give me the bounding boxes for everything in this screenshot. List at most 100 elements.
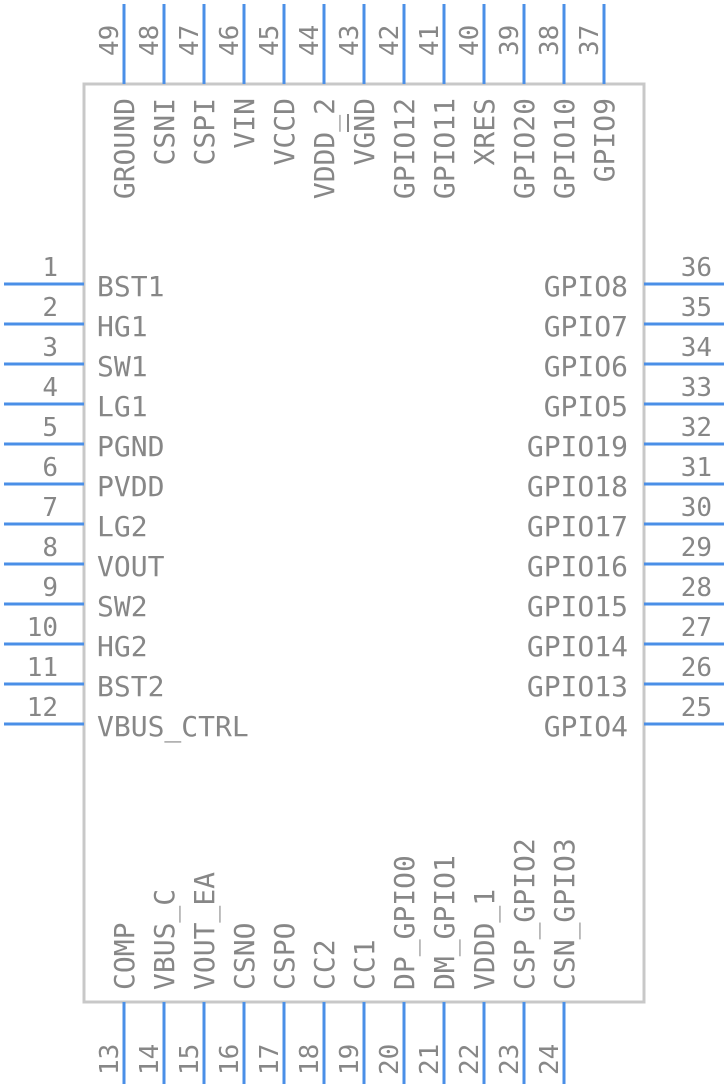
pin-label-lg1: LG1 xyxy=(97,390,148,423)
pin-label-sw2: SW2 xyxy=(97,590,148,623)
pin-label-gpio7: GPIO7 xyxy=(544,310,628,343)
pin-number-25: 25 xyxy=(681,693,712,723)
pin-label-lg2: LG2 xyxy=(97,510,148,543)
pin-number-13: 13 xyxy=(95,1044,125,1075)
pin-number-6: 6 xyxy=(42,453,58,483)
pin-number-18: 18 xyxy=(295,1044,325,1075)
pin-label-vgnd: VGND xyxy=(348,98,381,165)
pin-number-20: 20 xyxy=(375,1044,405,1075)
pin-number-9: 9 xyxy=(42,573,58,603)
pin-label-gpio14: GPIO14 xyxy=(527,630,628,663)
pin-number-45: 45 xyxy=(255,25,285,56)
pin-number-11: 11 xyxy=(27,653,58,683)
pin-group: 1BST12HG13SW14LG15PGND6PVDD7LG28VOUT9SW2… xyxy=(4,4,724,1084)
pin-label-gpio13: GPIO13 xyxy=(527,670,628,703)
pin-label-vout-ea: VOUT_EA xyxy=(188,872,222,990)
pin-label-pgnd: PGND xyxy=(97,430,164,463)
pin-number-33: 33 xyxy=(681,373,712,403)
pin-number-30: 30 xyxy=(681,493,712,523)
pin-number-43: 43 xyxy=(335,25,365,56)
ic-body xyxy=(82,82,646,1004)
pin-label-dm-gpio1: DM_GPIO1 xyxy=(428,855,462,990)
pin-label-gpio17: GPIO17 xyxy=(527,510,628,543)
pin-number-10: 10 xyxy=(27,613,58,643)
pin-number-44: 44 xyxy=(295,25,325,56)
pin-number-2: 2 xyxy=(42,293,58,323)
pin-number-39: 39 xyxy=(495,25,525,56)
pin-label-csno: CSNO xyxy=(228,923,261,990)
pin-label-cspi: CSPI xyxy=(188,98,221,165)
pin-number-47: 47 xyxy=(175,25,205,56)
pin-number-17: 17 xyxy=(255,1044,285,1075)
pin-number-27: 27 xyxy=(681,613,712,643)
pin-number-5: 5 xyxy=(42,413,58,443)
pin-label-gpio8: GPIO8 xyxy=(544,270,628,303)
pin-label-gpio9: GPIO9 xyxy=(588,98,621,182)
pin-number-38: 38 xyxy=(535,25,565,56)
pin-label-csp-gpio2: CSP_GPIO2 xyxy=(508,838,542,990)
pin-label-gpio18: GPIO18 xyxy=(527,470,628,503)
pin-label-xres: XRES xyxy=(468,98,501,165)
pin-label-gpio4: GPIO4 xyxy=(544,710,628,743)
pin-label-vccd: VCCD xyxy=(268,98,301,165)
pin-number-48: 48 xyxy=(135,25,165,56)
pin-label-vddd-1: VDDD_1 xyxy=(468,889,502,990)
pin-label-hg2: HG2 xyxy=(97,630,148,663)
pin-number-26: 26 xyxy=(681,653,712,683)
pin-number-15: 15 xyxy=(175,1044,205,1075)
pin-number-28: 28 xyxy=(681,573,712,603)
pin-label-gpio20: GPIO20 xyxy=(508,98,541,199)
pin-label-gpio15: GPIO15 xyxy=(527,590,628,623)
pin-label-gpio6: GPIO6 xyxy=(544,350,628,383)
pin-number-31: 31 xyxy=(681,453,712,483)
pin-label-dp-gpio0: DP_GPIO0 xyxy=(388,855,422,990)
pin-label-comp: COMP xyxy=(108,923,141,990)
pin-label-vbus-c: VBUS_C xyxy=(148,889,182,990)
pin-label-cspo: CSPO xyxy=(268,923,301,990)
pin-label-hg1: HG1 xyxy=(97,310,148,343)
pin-number-16: 16 xyxy=(215,1044,245,1075)
pin-number-40: 40 xyxy=(455,25,485,56)
pin-number-19: 19 xyxy=(335,1044,365,1075)
pin-number-42: 42 xyxy=(375,25,405,56)
pin-number-34: 34 xyxy=(681,333,712,363)
pin-label-vin: VIN xyxy=(228,98,261,149)
pin-number-32: 32 xyxy=(681,413,712,443)
pin-number-14: 14 xyxy=(135,1044,165,1075)
pin-number-12: 12 xyxy=(27,693,58,723)
pin-number-29: 29 xyxy=(681,533,712,563)
pin-number-36: 36 xyxy=(681,253,712,283)
pin-label-pvdd: PVDD xyxy=(97,470,164,503)
pin-number-3: 3 xyxy=(42,333,58,363)
pin-label-gpio11: GPIO11 xyxy=(428,98,461,199)
pin-label-gpio16: GPIO16 xyxy=(527,550,628,583)
pin-label-gpio12: GPIO12 xyxy=(388,98,421,199)
pin-label-csn-gpio3: CSN_GPIO3 xyxy=(548,838,582,990)
pin-number-8: 8 xyxy=(42,533,58,563)
pin-number-35: 35 xyxy=(681,293,712,323)
pin-label-gpio10: GPIO10 xyxy=(548,98,581,199)
pin-number-7: 7 xyxy=(42,493,58,523)
pin-label-cc2: CC2 xyxy=(308,939,341,990)
pin-label-ground: GROUND xyxy=(108,98,141,199)
pin-number-22: 22 xyxy=(455,1044,485,1075)
pin-label-bst2: BST2 xyxy=(97,670,164,703)
pin-number-1: 1 xyxy=(42,253,58,283)
pin-number-46: 46 xyxy=(215,25,245,56)
pin-number-37: 37 xyxy=(575,25,605,56)
pin-label-gpio19: GPIO19 xyxy=(527,430,628,463)
pin-label-csni: CSNI xyxy=(148,98,181,165)
pin-number-23: 23 xyxy=(495,1044,525,1075)
pin-number-49: 49 xyxy=(95,25,125,56)
pin-label-vout: VOUT xyxy=(97,550,165,583)
pin-label-vbus_ctrl: VBUS_CTRL xyxy=(97,710,249,744)
pin-label-sw1: SW1 xyxy=(97,350,148,383)
pin-label-gpio5: GPIO5 xyxy=(544,390,628,423)
pin-label-bst1: BST1 xyxy=(97,270,164,303)
pin-number-41: 41 xyxy=(415,25,445,56)
pin-label-cc1: CC1 xyxy=(348,939,381,990)
pin-number-24: 24 xyxy=(535,1044,565,1075)
pin-label-vddd-2: VDDD_2 xyxy=(308,98,342,199)
pin-number-21: 21 xyxy=(415,1044,445,1075)
